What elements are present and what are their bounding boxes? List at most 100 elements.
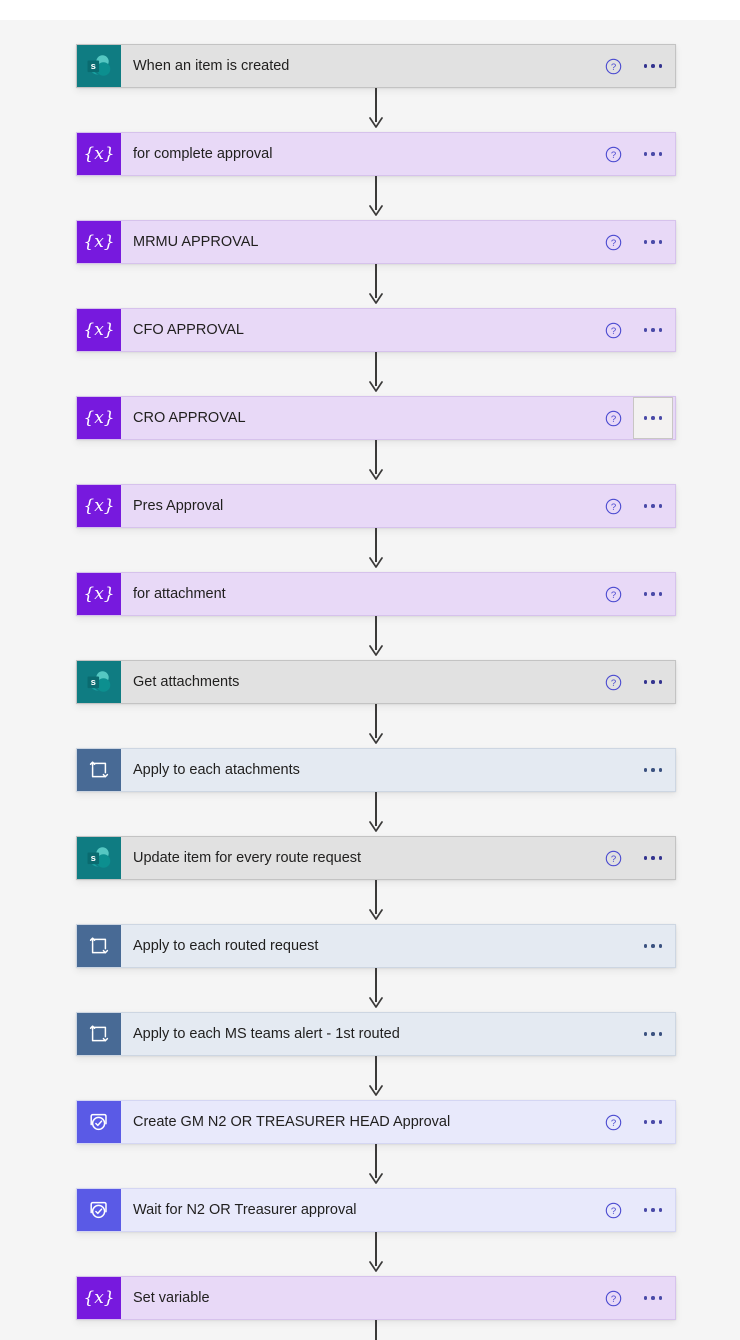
circle-question-icon[interactable]: ? (597, 138, 629, 170)
more-options-icon[interactable] (633, 1277, 673, 1319)
arrow-head-icon (369, 996, 383, 1010)
arrow-head-icon (369, 116, 383, 130)
flow-step-card[interactable]: Apply to each atachments (76, 748, 676, 792)
more-options-icon[interactable] (633, 749, 673, 791)
flow-step-actions: ? (597, 1101, 675, 1143)
more-options-icon[interactable] (633, 397, 673, 439)
flow-step-actions: ? (597, 485, 675, 527)
flow-step-card[interactable]: {x}for complete approval? (76, 132, 676, 176)
arrow-head-icon (369, 1260, 383, 1274)
flow-step-card[interactable]: {x}Set variable? (76, 1276, 676, 1320)
circle-question-icon[interactable]: ? (597, 1282, 629, 1314)
svg-text:?: ? (610, 238, 615, 249)
more-options-icon[interactable] (633, 1101, 673, 1143)
flow-step-card[interactable]: {x}CRO APPROVAL? (76, 396, 676, 440)
circle-question-icon[interactable]: ? (597, 402, 629, 434)
connector-line (375, 1056, 377, 1090)
variable-braces-icon: {x} (77, 133, 121, 175)
variable-braces-icon: {x} (77, 309, 121, 351)
more-dots (643, 152, 663, 156)
circle-question-icon[interactable]: ? (597, 490, 629, 522)
sharepoint-icon: s (77, 661, 121, 703)
circle-question-icon[interactable]: ? (597, 314, 629, 346)
help-placeholder (597, 1018, 629, 1050)
more-options-icon[interactable] (633, 1013, 673, 1055)
svg-text:?: ? (610, 678, 615, 689)
connector-line (375, 968, 377, 1002)
circle-question-icon[interactable]: ? (597, 666, 629, 698)
more-options-icon[interactable] (633, 661, 673, 703)
more-dots (643, 680, 663, 684)
connector-line (375, 88, 377, 122)
flow-connector-arrow (368, 352, 384, 396)
connector-line (375, 352, 377, 386)
connector-line (375, 176, 377, 210)
more-options-icon[interactable] (633, 221, 673, 263)
more-options-icon[interactable] (633, 1189, 673, 1231)
flow-connector-arrow (368, 1056, 384, 1100)
flow-step-title: MRMU APPROVAL (133, 234, 259, 250)
flow-connector-arrow (368, 880, 384, 924)
svg-text:?: ? (610, 502, 615, 513)
more-options-icon[interactable] (633, 485, 673, 527)
flow-step-card[interactable]: Apply to each MS teams alert - 1st route… (76, 1012, 676, 1056)
flow-step-title: Apply to each MS teams alert - 1st route… (133, 1026, 400, 1042)
flow-step-card[interactable]: {x}for attachment? (76, 572, 676, 616)
loop-foreach-icon (77, 925, 121, 967)
arrow-head-icon (369, 292, 383, 306)
flow-step-card[interactable]: {x}Pres Approval? (76, 484, 676, 528)
svg-text:?: ? (610, 326, 615, 337)
flow-step-card[interactable]: {x}CFO APPROVAL? (76, 308, 676, 352)
flow-step-actions: ? (597, 837, 675, 879)
variable-braces-icon: {x} (77, 221, 121, 263)
more-options-icon[interactable] (633, 573, 673, 615)
flow-step-actions: ? (597, 309, 675, 351)
flow-step-card[interactable]: Create GM N2 OR TREASURER HEAD Approval? (76, 1100, 676, 1144)
flow-step-title: Update item for every route request (133, 850, 362, 866)
more-dots (643, 504, 663, 508)
flow-step-actions: ? (597, 397, 675, 439)
flow-step-title: Pres Approval (133, 498, 224, 514)
circle-question-icon[interactable]: ? (597, 50, 629, 82)
flow-connector-arrow (368, 616, 384, 660)
arrow-head-icon (369, 820, 383, 834)
variable-braces-icon: {x} (77, 397, 121, 439)
flow-step-title: for attachment (133, 586, 226, 602)
connector-line (375, 528, 377, 562)
more-options-icon[interactable] (633, 837, 673, 879)
flow-step-actions (597, 749, 675, 791)
flow-connector-arrow (368, 176, 384, 220)
more-dots (643, 240, 663, 244)
flow-connector-arrow (368, 792, 384, 836)
more-options-icon[interactable] (633, 133, 673, 175)
flow-connector-arrow-trailing (368, 1320, 384, 1340)
more-dots (643, 64, 663, 68)
connector-line (375, 880, 377, 914)
svg-text:?: ? (610, 150, 615, 161)
more-options-icon[interactable] (633, 309, 673, 351)
circle-question-icon[interactable]: ? (597, 578, 629, 610)
arrow-head-icon (369, 556, 383, 570)
flow-step-actions (597, 1013, 675, 1055)
more-dots (643, 416, 663, 420)
svg-text:?: ? (610, 1118, 615, 1129)
more-options-icon[interactable] (633, 45, 673, 87)
flow-connector-arrow (368, 968, 384, 1012)
flow-step-actions (597, 925, 675, 967)
circle-question-icon[interactable]: ? (597, 226, 629, 258)
flow-step-card[interactable]: {x} MRMU APPROVAL? (76, 220, 676, 264)
flow-step-card[interactable]: Apply to each routed request (76, 924, 676, 968)
more-dots (643, 944, 663, 948)
circle-question-icon[interactable]: ? (597, 842, 629, 874)
more-dots (643, 1120, 663, 1124)
connector-line (375, 1320, 377, 1340)
flow-step-card[interactable]: Wait for N2 OR Treasurer approval? (76, 1188, 676, 1232)
arrow-head-icon (369, 380, 383, 394)
circle-question-icon[interactable]: ? (597, 1194, 629, 1226)
more-options-icon[interactable] (633, 925, 673, 967)
circle-question-icon[interactable]: ? (597, 1106, 629, 1138)
